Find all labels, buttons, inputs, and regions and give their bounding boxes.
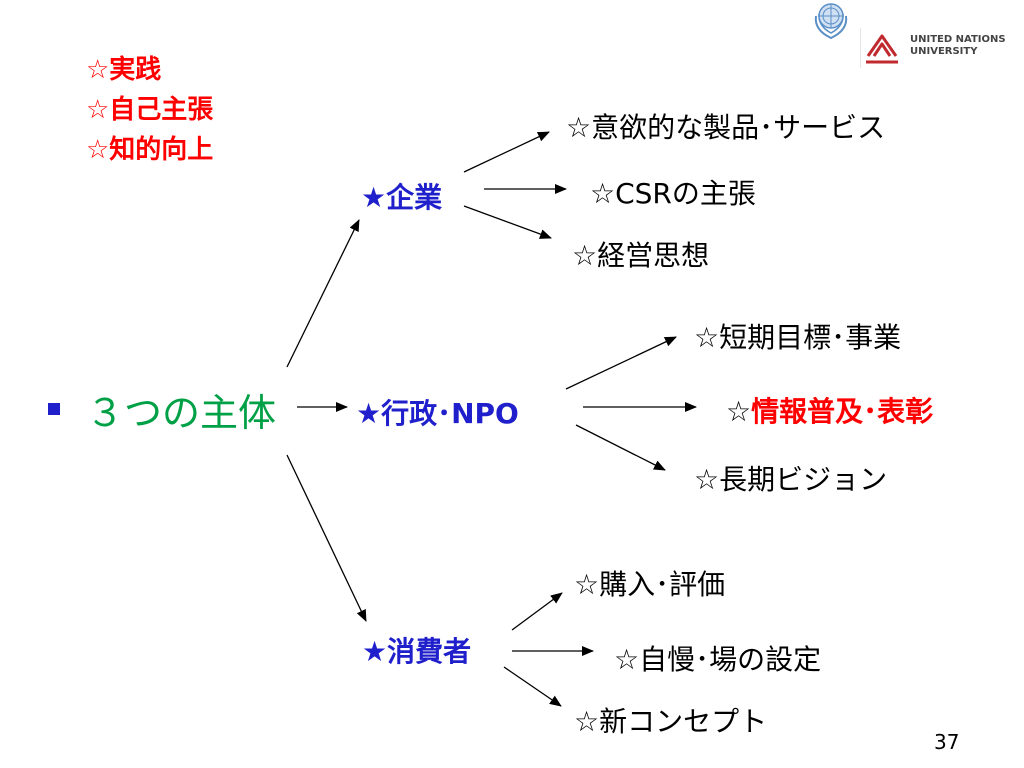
government-item-long-term: ☆長期ビジョン xyxy=(694,463,888,496)
unu-logo-icon xyxy=(860,28,898,68)
arrow-main-to-consumer xyxy=(286,454,367,622)
entity-consumer: ★消費者 xyxy=(362,635,472,668)
arrow-government-to-long-term xyxy=(575,424,666,471)
top-left-list: ☆実践 ☆自己主張 ☆知的向上 xyxy=(86,50,213,170)
company-item-philosophy: ☆経営思想 xyxy=(572,239,710,272)
bullet-square-icon xyxy=(48,403,60,415)
consumer-item-purchase: ☆購入･評価 xyxy=(574,568,726,601)
company-item-csr: ☆CSRの主張 xyxy=(590,177,756,210)
unu-wordmark: UNITED NATIONS UNIVERSITY xyxy=(910,34,1006,58)
list-item: ☆自己主張 xyxy=(86,95,214,125)
consumer-item-concept: ☆新コンセプト xyxy=(574,705,768,738)
government-item-short-term: ☆短期目標･事業 xyxy=(694,321,902,354)
entity-company: ★企業 xyxy=(361,181,443,214)
government-item-info: ☆情報普及･表彰 xyxy=(726,390,933,430)
arrow-company-to-products xyxy=(463,131,550,173)
list-item: ☆実践 xyxy=(86,55,162,85)
consumer-item-pride: ☆自慢･場の設定 xyxy=(614,643,822,676)
unu-line-1: UNITED NATIONS xyxy=(910,34,1006,45)
page-number: 37 xyxy=(934,730,960,754)
arrow-main-to-company xyxy=(286,219,360,368)
main-label: ３つの主体 xyxy=(86,391,277,435)
arrow-consumer-to-purchase xyxy=(511,592,563,631)
list-item: ☆知的向上 xyxy=(86,135,214,165)
company-item-products: ☆意欲的な製品･サービス xyxy=(566,111,886,144)
arrow-government-to-short-term xyxy=(565,336,677,390)
arrow-company-to-philosophy xyxy=(463,205,552,239)
arrow-consumer-to-concept xyxy=(503,666,562,707)
unu-line-2: UNIVERSITY xyxy=(910,46,978,57)
entity-government: ★行政･NPO xyxy=(356,397,519,430)
government-item-info-text: 情報普及･表彰 xyxy=(751,395,934,428)
un-emblem-icon xyxy=(814,3,848,40)
government-item-info-prefix: ☆ xyxy=(726,395,752,428)
